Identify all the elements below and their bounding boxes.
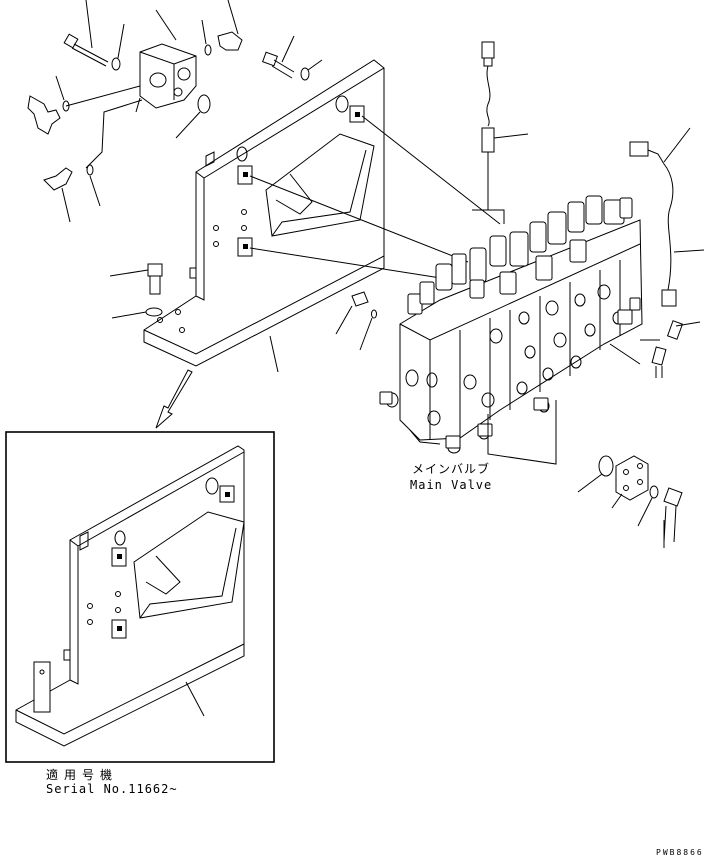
serial-label-jp: 適用号機 — [46, 768, 119, 782]
arrow-to-inset — [155, 369, 193, 429]
leader-main-valve — [487, 400, 557, 465]
leader-line — [249, 247, 467, 283]
bolt-bracket-left — [109, 263, 163, 319]
main-valve-label-jp: メインバルブ — [412, 462, 491, 476]
washer-bottom-right — [637, 485, 659, 527]
inset-frame — [5, 431, 275, 763]
main-valve-label-en: Main Valve — [410, 478, 493, 492]
oring-top — [201, 19, 212, 56]
pressure-sensor-right — [609, 127, 705, 378]
plug-oring — [175, 94, 211, 139]
bolt-bottom-right — [663, 487, 683, 548]
elbow-fitting-left — [27, 85, 141, 135]
main-valve — [379, 195, 643, 454]
serial-label-en: Serial No.11662~ — [46, 782, 178, 796]
elbow-fitting-lower — [43, 99, 143, 223]
bolt-top-left — [63, 0, 109, 67]
leader-line — [361, 115, 501, 225]
oring-left — [55, 75, 70, 112]
elbow-fitting-top — [217, 0, 243, 51]
bolt-top-center — [262, 35, 323, 81]
bracket-inset — [15, 445, 245, 747]
cover-plate — [611, 455, 649, 509]
blind-plate-oring — [577, 455, 614, 493]
leader-bracket-inset — [185, 681, 205, 717]
pressure-sensor-top — [472, 41, 529, 224]
leader-bracket — [269, 335, 279, 373]
plug-left-valve — [335, 291, 377, 351]
bracket-upper — [143, 59, 385, 367]
leader-line — [249, 175, 469, 263]
drawing-code: PWB8866 — [656, 848, 704, 857]
washer-top-left — [111, 23, 125, 71]
pilot-block — [135, 9, 197, 113]
